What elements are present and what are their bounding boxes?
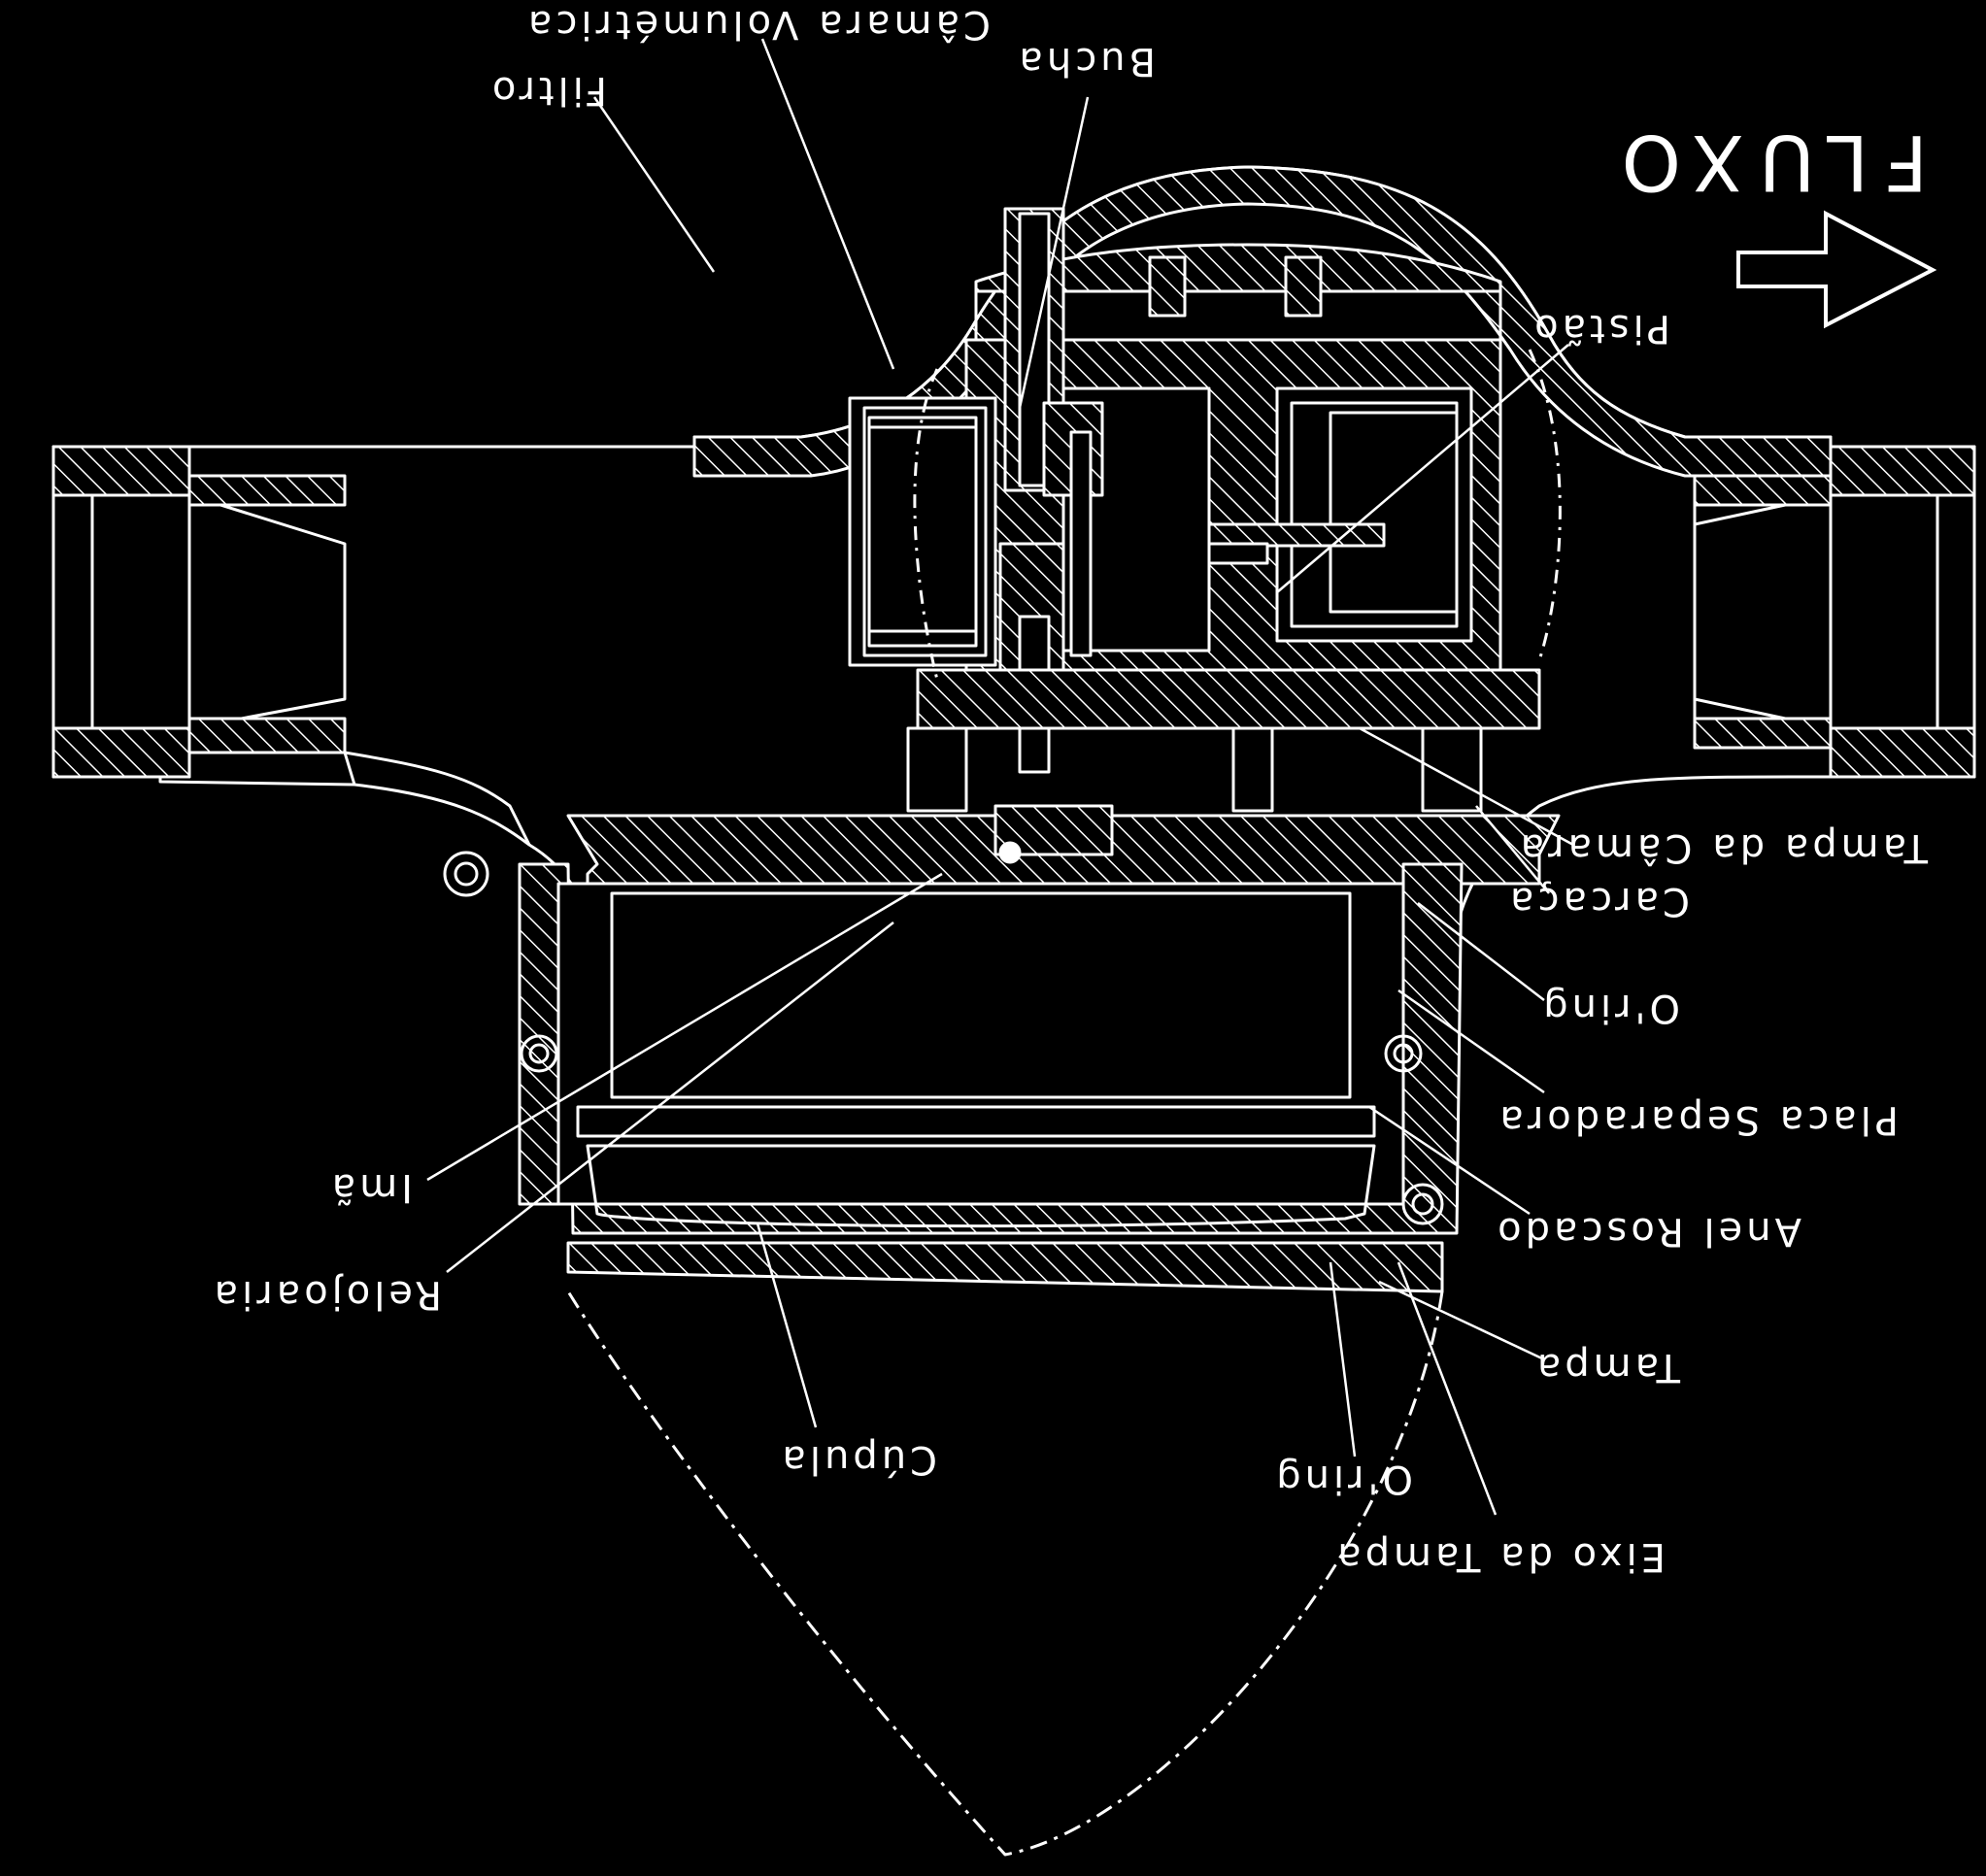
flow-arrow-icon	[1736, 210, 1937, 329]
leader-camara	[760, 38, 895, 370]
label-carcaca: Carcaça	[1506, 879, 1690, 923]
label-pistao: Pistão	[1531, 306, 1670, 351]
label-oring-upper: O'ring	[1539, 986, 1680, 1030]
label-fluxo: FLUXO	[1606, 117, 1928, 205]
leader-bucha	[1018, 96, 1090, 409]
leader-tampa-camara	[1359, 726, 1574, 847]
leader-tampa	[1378, 1280, 1545, 1361]
dome-window	[586, 1144, 1376, 1228]
label-anel-roscado: Anel Roscado	[1494, 1209, 1801, 1254]
label-tampa-da-camara: Tampa da Câmara	[1517, 825, 1929, 870]
leader-eixo	[1397, 1261, 1498, 1516]
leader-oring-lower	[1329, 1261, 1357, 1457]
meter-drawing	[51, 165, 1976, 1857]
leader-carcaca	[1475, 805, 1550, 894]
outlet-pipe	[51, 445, 531, 846]
label-cupula: Cúpula	[778, 1437, 937, 1482]
label-oring-lower: O'ring	[1272, 1457, 1413, 1501]
chamber-lid	[906, 668, 1541, 813]
leader-ima	[426, 872, 943, 1182]
leader-lines	[426, 38, 1574, 1516]
labels: FLUXO Câmara Volumétrica Bucha Filtro Pi…	[211, 2, 1929, 1579]
label-ima: Imã	[328, 1165, 413, 1210]
label-relojoaria: Relojoaria	[211, 1272, 442, 1317]
leader-cupula	[756, 1223, 818, 1428]
volumetric-chamber	[848, 207, 1502, 774]
leader-oring-upper	[1417, 902, 1545, 1001]
mounting-lugs	[443, 851, 1444, 1225]
label-camara-volumetrica: Câmara Volumétrica	[524, 2, 991, 47]
label-placa-separadora: Placa Separadora	[1496, 1097, 1899, 1142]
inner-dashed-contour	[913, 349, 1562, 681]
label-tampa: Tampa	[1533, 1345, 1681, 1390]
label-eixo-da-tampa: Eixo da Tampa	[1333, 1534, 1666, 1579]
label-filtro: Filtro	[488, 68, 607, 113]
register-housing	[518, 862, 1464, 1857]
leader-pistao	[1276, 344, 1569, 593]
leader-filtro	[592, 96, 716, 273]
leader-placa	[1397, 988, 1545, 1094]
label-bucha: Bucha	[1015, 39, 1156, 84]
inlet-pipe	[1693, 445, 1976, 779]
separator-plate	[566, 804, 1561, 886]
leader-relojoaria	[446, 921, 894, 1273]
leader-anel	[1368, 1105, 1531, 1216]
